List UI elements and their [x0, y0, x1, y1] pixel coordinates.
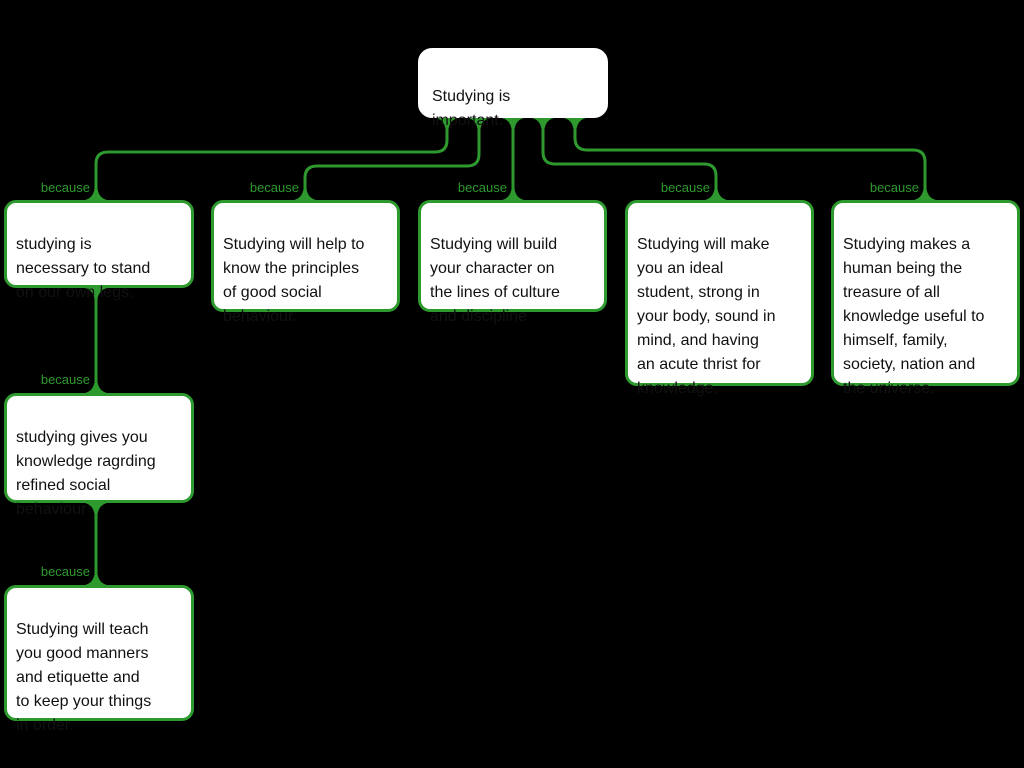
node-reason-3[interactable]: Studying will build your character on th… [418, 200, 607, 325]
because-label-reason-4: because [660, 180, 710, 195]
connector-root-reason-5 [573, 118, 927, 200]
node-text: Studying is important. [432, 88, 511, 129]
node-text: Studying will teach you good manners and… [16, 621, 152, 734]
because-label-reason-3: because [457, 180, 507, 195]
node-reason-1[interactable]: studying is necessary to stand on our ow… [4, 200, 194, 301]
node-reason-4[interactable]: Studying will make you an ideal student,… [625, 200, 814, 397]
node-text: Studying makes a human being the treasur… [843, 236, 985, 397]
because-label-reason-2: because [249, 180, 299, 195]
node-text: Studying will help to know the principle… [223, 236, 365, 325]
because-label-reason-5: because [869, 180, 919, 195]
node-reason-5[interactable]: Studying makes a human being the treasur… [831, 200, 1020, 397]
node-text: Studying will make you an ideal student,… [637, 236, 776, 397]
node-sub-reason-2[interactable]: Studying will teach you good manners and… [4, 585, 194, 734]
node-sub-reason-1[interactable]: studying gives you knowledge ragrding re… [4, 393, 194, 518]
node-root[interactable]: Studying is important. [418, 48, 608, 129]
connector-root-reason-4 [541, 118, 718, 200]
node-text: Studying will build your character on th… [430, 236, 560, 325]
node-reason-2[interactable]: Studying will help to know the principle… [211, 200, 400, 325]
node-text: studying is necessary to stand on our ow… [16, 236, 151, 301]
connector-root-reason-1 [94, 118, 449, 200]
because-label-reason-1: because [40, 180, 90, 195]
because-label-sub-reason-1: because [40, 372, 90, 387]
because-label-sub-reason-2: because [40, 564, 90, 579]
connector-root-reason-2 [303, 118, 481, 200]
node-text: studying gives you knowledge ragrding re… [16, 429, 156, 518]
